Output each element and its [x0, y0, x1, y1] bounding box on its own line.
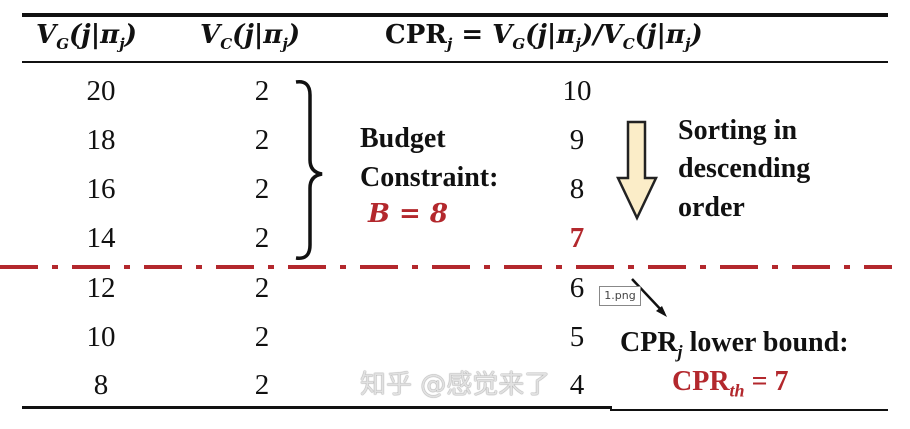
header-vc: VC(j|πj) — [200, 20, 301, 54]
cell-vg: 16 — [86, 173, 116, 205]
cell-vg: 8 — [93, 369, 109, 401]
brace-icon — [295, 80, 323, 260]
cell-cpr: 9 — [569, 124, 585, 156]
budget-label-1: Budget — [360, 123, 446, 154]
header-vg: VG(j|πj) — [36, 20, 137, 54]
cell-vg: 12 — [86, 272, 116, 304]
cell-cpr: 8 — [569, 173, 585, 205]
cell-vc: 2 — [254, 272, 270, 304]
pointer-arrow-head — [656, 306, 667, 317]
cpr-threshold: CPRth = 7 — [672, 366, 789, 401]
sorting-label-2: descending — [678, 153, 811, 184]
bottom-rule-right — [610, 409, 888, 411]
cell-cpr: 10 — [562, 75, 592, 107]
lower-bound-label: CPRj lower bound: — [620, 327, 849, 362]
file-tooltip: 1.png — [599, 286, 641, 306]
cell-vg: 20 — [86, 75, 116, 107]
bottom-rule — [22, 406, 612, 409]
cell-cpr: 5 — [569, 321, 585, 353]
budget-label-2: Constraint: — [360, 162, 499, 193]
budget-value: B = 8 — [368, 199, 448, 229]
cell-cpr: 6 — [569, 272, 585, 304]
cell-vc: 2 — [254, 369, 270, 401]
cell-vc: 2 — [254, 75, 270, 107]
cell-vc: 2 — [254, 124, 270, 156]
cell-vg: 10 — [86, 321, 116, 353]
cell-vg: 14 — [86, 222, 116, 254]
top-rule — [22, 13, 888, 17]
pointer-arrow-line — [631, 278, 665, 314]
cell-vc: 2 — [254, 173, 270, 205]
cell-vc: 2 — [254, 222, 270, 254]
down-arrow-icon — [616, 120, 658, 221]
header-cpr: CPRj = VG(j|πj)/VC(j|πj) — [385, 20, 703, 54]
watermark: 知乎 @感觉来了 — [360, 370, 551, 400]
sorting-label-3: order — [678, 192, 745, 223]
cell-cpr: 7 — [569, 222, 585, 254]
cell-vc: 2 — [254, 321, 270, 353]
sorting-label-1: Sorting in — [678, 115, 798, 146]
header-rule — [22, 61, 888, 63]
cell-vg: 18 — [86, 124, 116, 156]
cell-cpr: 4 — [569, 369, 585, 401]
